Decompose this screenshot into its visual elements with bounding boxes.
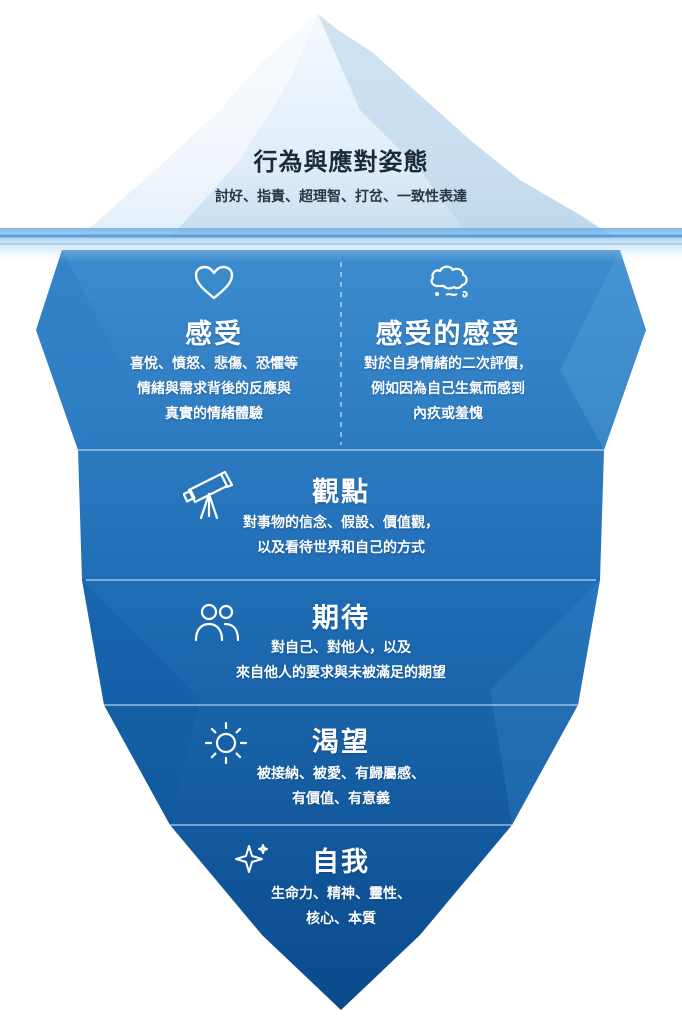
feelings-line-3: 真實的情緒體驗 — [165, 406, 263, 422]
sparkle-icon — [235, 844, 268, 873]
feelings-description: 喜悅、憤怒、悲傷、恐懼等 情緒與需求背後的反應與 真實的情緒體驗 — [94, 352, 334, 427]
telescope-icon — [183, 470, 234, 520]
expectations-title: 期待 — [312, 603, 370, 634]
iceberg-tip-highlight — [78, 14, 318, 238]
yearnings-title: 渴望 — [312, 727, 370, 758]
self-line-1: 生命力、精神、靈性、 — [271, 886, 411, 902]
yearnings-line-1: 被接納、被愛、有歸屬感、 — [257, 766, 425, 782]
iceberg-facet-right — [560, 250, 646, 450]
perceptions-line-2: 以及看待世界和自己的方式 — [257, 540, 425, 556]
heart-icon — [194, 265, 234, 300]
feelings-line-2: 情緒與需求背後的反應與 — [137, 381, 291, 397]
feelings-about-feelings-line-2: 例如因為自己生氣而感到 — [371, 381, 525, 397]
iceberg-underwater-body — [36, 250, 646, 1010]
iceberg-tip-shadow — [318, 14, 615, 238]
feelings-about-feelings-description: 對於自身情緒的二次評價， 例如因為自己生氣而感到 內疚或羞愧 — [338, 352, 558, 427]
feelings-title: 感受 — [185, 319, 243, 350]
thought-cloud-icon — [430, 265, 468, 298]
sun-icon — [204, 721, 248, 765]
self-description: 生命力、精神、靈性、 核心、本質 — [231, 882, 451, 932]
people-icon — [194, 603, 240, 642]
perceptions-description: 對事物的信念、假設、價值觀， 以及看待世界和自己的方式 — [191, 511, 491, 561]
expectations-line-1: 對自己、對他人，以及 — [271, 640, 411, 656]
expectations-line-2: 來自他人的要求與未被滿足的期望 — [236, 665, 446, 681]
behavior-subtitle: 討好、指責、超理智、打岔、一致性表達 — [215, 189, 467, 205]
iceberg-facet-lower-left — [82, 580, 200, 825]
feelings-about-feelings-line-1: 對於自身情緒的二次評價， — [364, 356, 532, 372]
feelings-about-feelings-title: 感受的感受 — [375, 319, 521, 350]
feelings-line-1: 喜悅、憤怒、悲傷、恐懼等 — [130, 356, 298, 372]
behavior-title: 行為與應對姿態 — [253, 148, 429, 176]
perceptions-title: 觀點 — [312, 477, 370, 508]
self-title: 自我 — [312, 847, 370, 878]
yearnings-description: 被接納、被愛、有歸屬感、 有價值、有意義 — [211, 762, 471, 812]
self-line-2: 核心、本質 — [306, 911, 376, 927]
perceptions-line-1: 對事物的信念、假設、價值觀， — [243, 515, 439, 531]
yearnings-line-2: 有價值、有意義 — [292, 791, 390, 807]
iceberg-facet-left — [36, 250, 130, 450]
iceberg-facet-lower-right — [490, 580, 600, 825]
expectations-description: 對自己、對他人，以及 來自他人的要求與未被滿足的期望 — [176, 636, 506, 686]
water-surface — [0, 228, 682, 262]
feelings-about-feelings-line-3: 內疚或羞愧 — [413, 406, 483, 422]
